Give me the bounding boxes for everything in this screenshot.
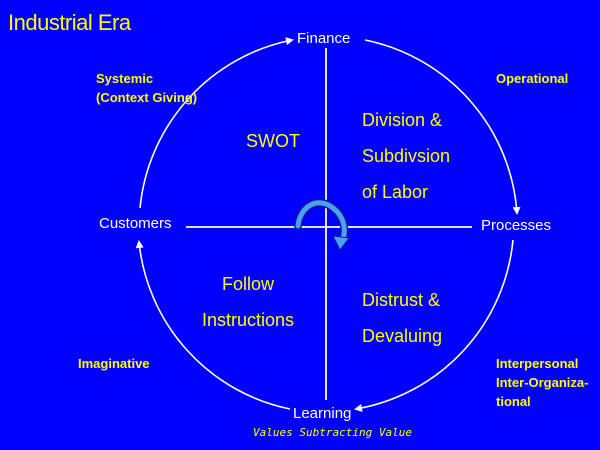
corner-line: Inter-Organiza- bbox=[496, 374, 589, 390]
corner-line: (Context Giving) bbox=[96, 89, 198, 105]
quadrant-line: SWOT bbox=[246, 131, 300, 151]
cycle-arc-learning-to-customers bbox=[135, 240, 291, 410]
quadrant-line: Follow bbox=[221, 274, 274, 294]
quadrant-line: Subdivsion bbox=[362, 146, 451, 166]
corner-line: Systemic bbox=[96, 71, 154, 86]
quadrant-line: Division & bbox=[362, 110, 443, 130]
corner-label-systemic: Systemic (Context Giving) bbox=[96, 70, 197, 108]
cycle-arc-finance-to-processes bbox=[364, 39, 521, 215]
page-title: Industrial Era bbox=[8, 10, 131, 35]
corner-line: Operational bbox=[496, 71, 569, 86]
circular-arrow-icon bbox=[294, 198, 350, 251]
corner-label-operational: Operational bbox=[496, 70, 568, 89]
corner-line: tional bbox=[496, 393, 531, 409]
axis-label-customers: Customers bbox=[99, 215, 172, 232]
corner-line: Imaginative bbox=[78, 356, 150, 371]
quadrant-line: Devaluing bbox=[362, 326, 443, 346]
quadrant-text-distrust-devaluing: Distrust & Devaluing bbox=[362, 282, 442, 354]
quadrant-line: Instructions bbox=[201, 310, 295, 330]
quadrant-text-follow-instructions: Follow Instructions bbox=[197, 266, 299, 338]
corner-label-imaginative: Imaginative bbox=[78, 355, 150, 374]
caption: Values Subtracting Value bbox=[253, 426, 412, 439]
cycle-arc-processes-to-learning bbox=[354, 239, 514, 412]
quadrant-text-division-of-labor: Division & Subdivsion of Labor bbox=[362, 102, 450, 210]
quadrant-line: of Labor bbox=[362, 182, 429, 202]
axis-label-learning: Learning bbox=[293, 405, 352, 422]
quadrant-text-swot: SWOT bbox=[246, 132, 300, 150]
corner-line: Interpersonal bbox=[496, 356, 579, 371]
quadrant-line: Distrust & bbox=[362, 290, 441, 310]
axis-label-processes: Processes bbox=[481, 217, 552, 234]
cycle-arc-customers-to-finance bbox=[139, 37, 294, 209]
corner-label-interpersonal: Interpersonal Inter-Organiza- tional bbox=[496, 355, 588, 412]
axis-label-finance: Finance bbox=[297, 30, 351, 47]
